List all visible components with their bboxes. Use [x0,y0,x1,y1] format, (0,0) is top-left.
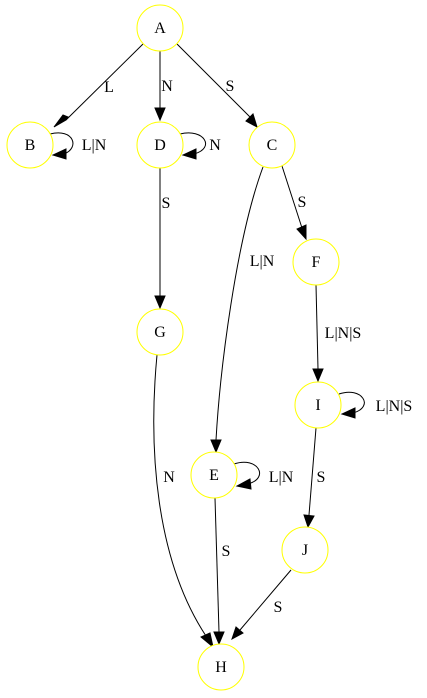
node-f: F [292,238,340,286]
edge-f-i-label: L|N|S [325,325,362,342]
node-b: B [6,121,54,169]
edge-d-d-label: N [209,137,221,154]
node-c-label: C [267,137,278,154]
node-g-circle [136,308,184,356]
edge-a-d-label: N [161,78,173,95]
node-g-label: G [154,324,166,341]
edge-g-h-arrowhead [200,632,214,649]
edge-c-e: L|N [210,166,275,454]
edge-e-e: L|N [233,461,294,490]
node-j: J [281,526,329,574]
edge-a-c-line [176,43,251,118]
edge-g-h: N [153,354,214,649]
edge-i-i-arrowhead [340,407,356,419]
edge-c-e-label: L|N [250,253,275,270]
node-d: D [136,121,184,169]
node-i-label: I [315,397,320,414]
node-f-label: F [312,254,321,271]
edge-c-e-line [215,166,264,441]
edge-i-j-label: S [317,469,326,486]
edge-i-i-line [338,391,365,414]
edge-i-j-arrowhead [303,514,315,529]
edge-a-c-label: S [226,78,235,95]
edge-b-b-line [49,132,74,155]
edge-e-e-arrowhead [235,478,252,490]
edge-d-d-line [179,132,206,155]
edge-c-f-arrowhead [296,224,307,241]
edge-d-g-arrowhead [154,295,166,310]
node-c-circle [248,121,296,169]
node-a-circle [136,4,184,52]
node-h-label: H [215,659,227,676]
edge-j-h-arrowhead [231,626,244,641]
edge-a-c: S [176,43,258,129]
edge-c-f: S [281,165,307,241]
edge-i-i: L|N|S [338,391,413,419]
node-i: I [294,381,342,429]
edge-j-h-label: S [274,599,283,616]
edge-b-b-label: L|N [82,137,107,154]
edge-j-h-line [239,569,292,631]
edge-e-e-line [233,461,260,485]
edge-d-g: S [154,168,171,310]
edge-e-h-label: S [222,543,231,560]
edge-e-e-label: L|N [269,469,294,486]
node-i-circle [294,381,342,429]
edges-layer: L N S L|N N S L|N S L|N|S L|N|S N L|N S S S [49,43,413,649]
node-d-circle [136,121,184,169]
edge-i-i-label: L|N|S [376,398,413,415]
node-j-circle [281,526,329,574]
edge-j-h: S [231,569,292,641]
edge-f-i-line [315,284,319,370]
edge-a-b-line [65,43,144,121]
node-d-label: D [154,137,166,154]
node-e: E [190,451,238,499]
node-h: H [197,643,245,691]
node-e-label: E [209,467,219,484]
edge-c-f-line [281,165,303,229]
node-a-label: A [154,20,166,37]
edge-f-i-arrowhead [312,368,324,383]
edge-g-h-line [153,354,207,637]
edge-d-g-label: S [162,195,171,212]
node-b-circle [6,121,54,169]
edge-b-b: L|N [49,132,107,160]
edge-g-h-label: N [163,469,175,486]
edge-a-d-arrowhead [154,107,166,122]
edge-e-h: S [213,497,231,646]
edge-a-b-arrowhead [53,114,69,128]
node-c: C [248,121,296,169]
node-b-label: B [25,137,36,154]
node-e-circle [190,451,238,499]
edge-e-h-arrowhead [213,631,225,646]
edge-b-b-arrowhead [51,148,67,160]
node-f-circle [292,238,340,286]
edge-i-j: S [303,427,326,529]
edge-a-b: L [53,43,144,128]
nodes-layer: A B D C F G I E J H [6,4,342,691]
edge-i-j-line [308,427,317,516]
edge-f-i: L|N|S [312,284,362,383]
edge-a-c-arrowhead [245,113,258,129]
edge-e-h-line [214,497,220,633]
edge-c-e-arrowhead [210,439,222,454]
edge-a-d: N [154,51,173,122]
edge-d-d: N [179,132,221,160]
node-g: G [136,308,184,356]
node-j-label: J [302,542,308,559]
edge-c-f-label: S [298,194,307,211]
node-a: A [136,4,184,52]
edge-d-d-arrowhead [181,148,197,160]
node-h-circle [197,643,245,691]
edge-a-b-label: L [104,79,114,96]
